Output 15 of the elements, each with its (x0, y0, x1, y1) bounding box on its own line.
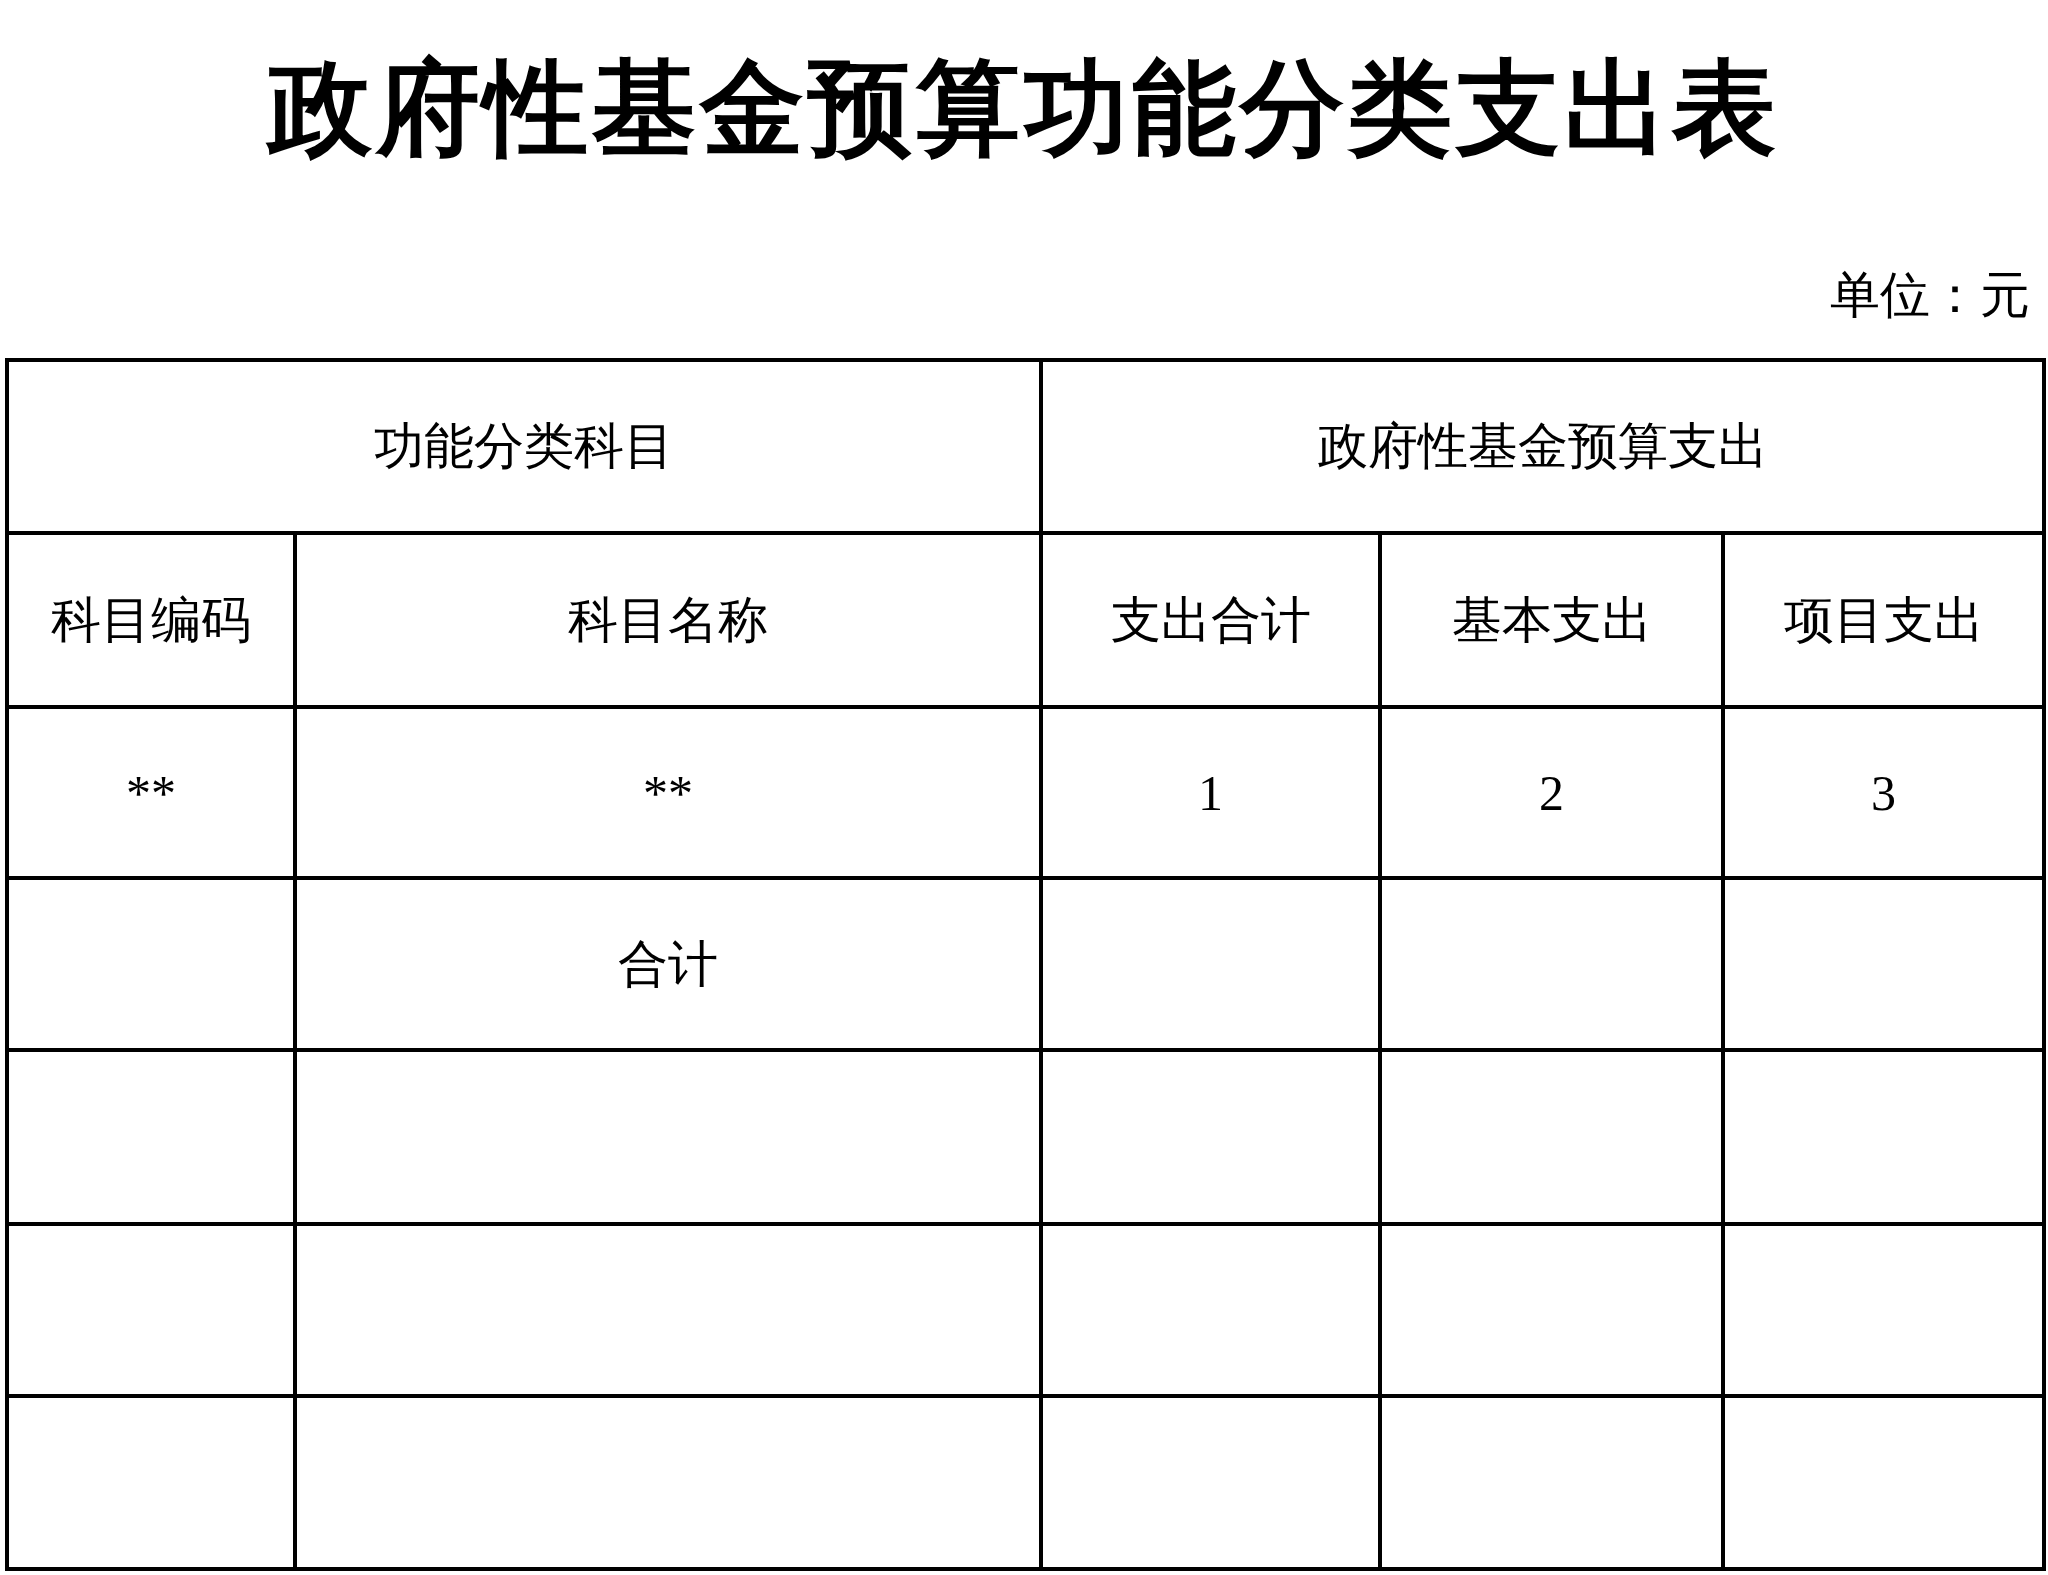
column-number: 2 (1539, 763, 1564, 822)
column-header: 基本支出 (1451, 590, 1652, 650)
column-number: 1 (1198, 763, 1223, 822)
column-number: 3 (1871, 763, 1896, 822)
unit-note: 单位：元 (1830, 265, 2030, 325)
column-header: 科目名称 (568, 590, 768, 650)
column-header: 政府性基金预算支出 (1317, 417, 1768, 476)
column-header: 项目支出 (1783, 590, 1984, 650)
column-header: 功能分类科目 (374, 417, 674, 476)
column-number: ** (126, 763, 176, 822)
column-header: 支出合计 (1110, 590, 1311, 650)
column-header: 科目编码 (51, 590, 251, 650)
title: 政府性基金预算功能分类支出表 (265, 50, 1781, 168)
column-number: ** (643, 763, 693, 822)
total-label: 合计 (618, 934, 718, 994)
